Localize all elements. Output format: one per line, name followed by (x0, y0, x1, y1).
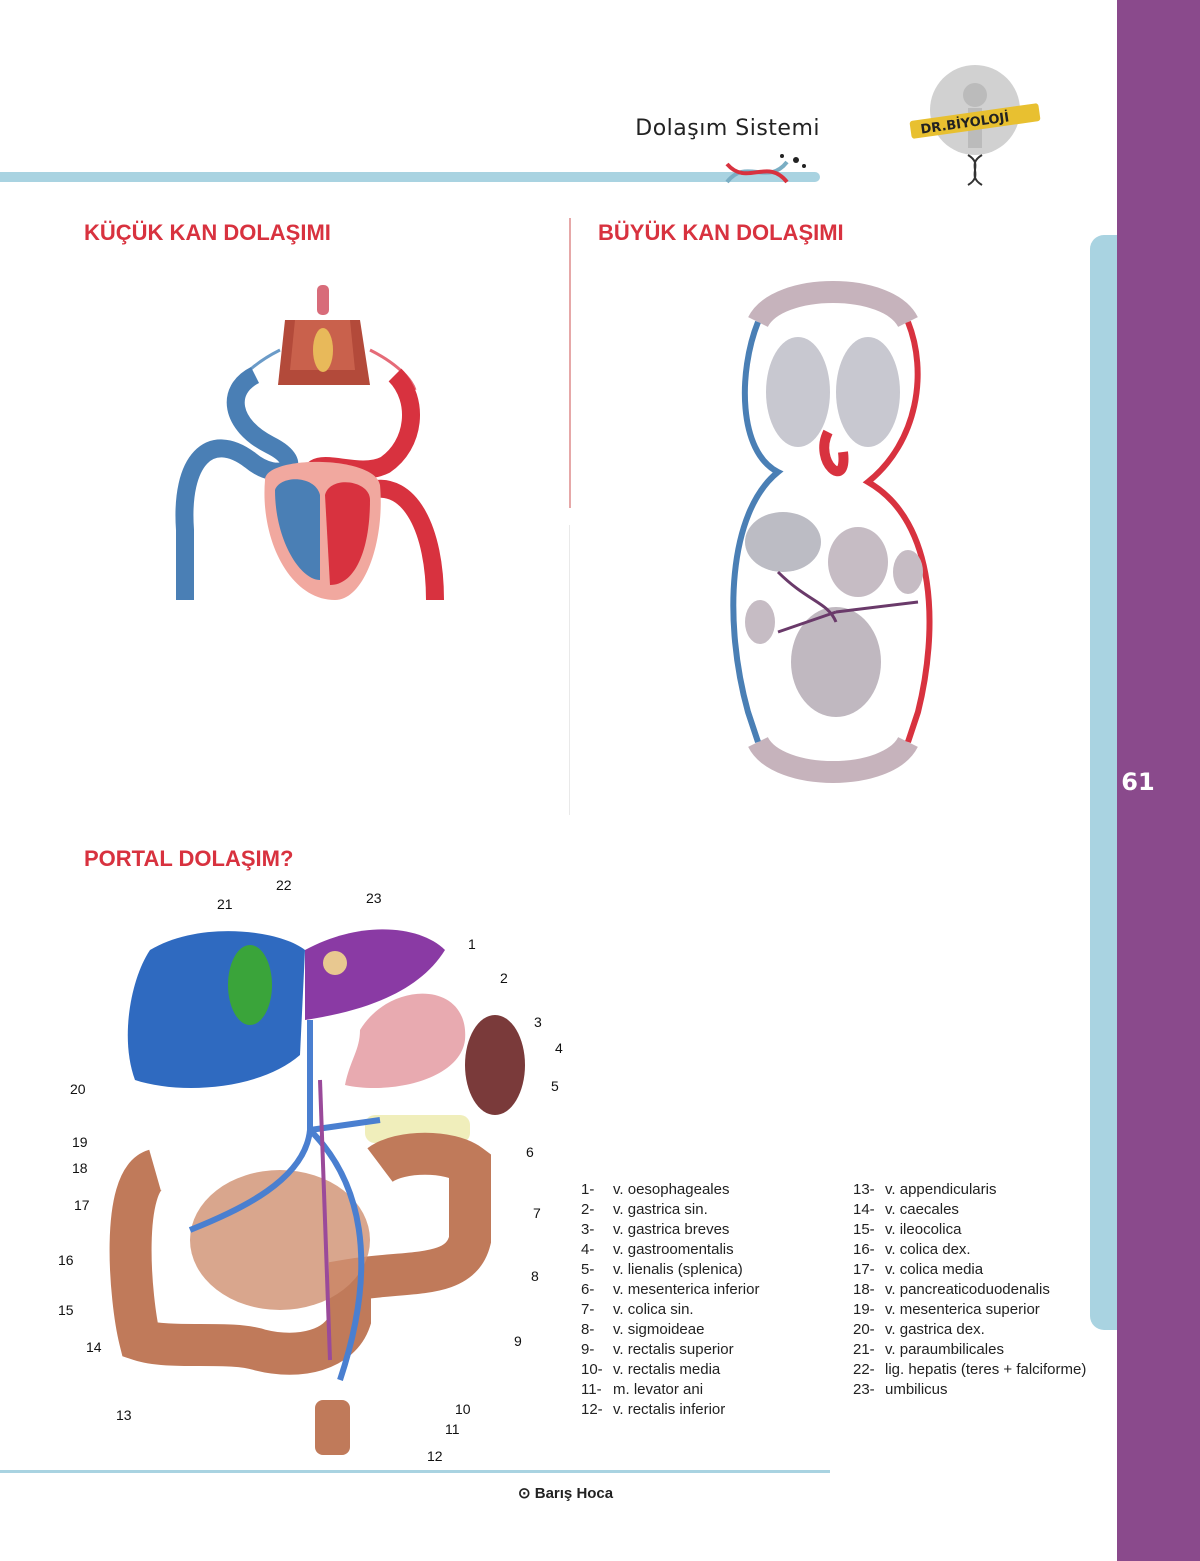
section-title-portal: PORTAL DOLAŞIM? (84, 846, 294, 871)
legend-item: 7-v. colica sin. (581, 1301, 694, 1318)
legend-item: 15-v. ileocolica (853, 1221, 962, 1238)
diagram-label: 10 (455, 1401, 471, 1417)
side-band (1117, 0, 1200, 1561)
diagram-label: 7 (533, 1205, 541, 1221)
page-title: Dolaşım Sistemi (635, 116, 820, 141)
legend-item: 18-v. pancreaticoduodenalis (853, 1281, 1050, 1298)
systemic-circulation-diagram (730, 281, 933, 783)
footer-line (0, 1470, 830, 1473)
legend-item: 17-v. colica media (853, 1261, 984, 1278)
legend-item: 20-v. gastrica dex. (853, 1321, 985, 1338)
header-bar (0, 172, 820, 182)
diagram-label: 5 (551, 1078, 559, 1094)
legend-item: 19-v. mesenterica superior (853, 1301, 1040, 1318)
diagram-label: 4 (555, 1040, 563, 1056)
diagram-label: 23 (366, 890, 382, 906)
dna-icon (725, 154, 806, 184)
legend-item: 6-v. mesenterica inferior (581, 1281, 760, 1298)
portal-circulation-diagram (109, 929, 525, 1455)
column-divider-lower (569, 525, 570, 815)
legend-item: 21-v. paraumbilicales (853, 1341, 1004, 1358)
footer-credit: ⊙ Barış Hoca (518, 1485, 614, 1502)
diagram-label: 8 (531, 1268, 539, 1284)
legend-item: 2-v. gastrica sin. (581, 1201, 708, 1218)
legend-item: 16-v. colica dex. (853, 1241, 971, 1258)
diagram-label: 21 (217, 896, 233, 912)
page-number: 61 (1121, 768, 1155, 796)
legend-item: 10-v. rectalis media (581, 1361, 721, 1378)
column-divider (569, 218, 571, 508)
pulmonary-circulation-diagram (175, 285, 444, 601)
diagram-label: 1 (468, 936, 476, 952)
legend-item: 11-m. levator ani (581, 1381, 704, 1398)
diagram-label: 22 (276, 877, 292, 893)
legend-item: 1-v. oesophageales (581, 1181, 730, 1198)
diagram-label: 18 (72, 1160, 88, 1176)
diagram-label: 6 (526, 1144, 534, 1160)
diagram-label: 20 (70, 1081, 86, 1097)
diagram-label: 14 (86, 1339, 102, 1355)
legend-item: 12-v. rectalis inferior (581, 1401, 726, 1418)
diagram-label: 9 (514, 1333, 522, 1349)
legend-left: 1-v. oesophageales 2-v. gastrica sin. 3-… (581, 1180, 759, 1420)
copyright-icon: ⊙ (518, 1485, 531, 1502)
logo: DR.BİYOLOJİ (890, 60, 1060, 210)
diagram-label: 12 (427, 1448, 443, 1464)
legend-item: 8-v. sigmoideae (581, 1321, 705, 1338)
legend-item: 13-v. appendicularis (853, 1181, 997, 1198)
side-tab (1090, 235, 1117, 1330)
legend-item: 4-v. gastroomentalis (581, 1241, 734, 1258)
legend-right: 13-v. appendicularis 14-v. caecales 15-v… (853, 1180, 1086, 1400)
diagram-label: 3 (534, 1014, 542, 1030)
diagram-label: 11 (445, 1421, 460, 1437)
legend-item: 9-v. rectalis superior (581, 1341, 734, 1358)
diagram-label: 17 (74, 1197, 90, 1213)
diagram-label: 15 (58, 1302, 74, 1318)
diagram-label: 2 (500, 970, 508, 986)
section-title-buyuk: BÜYÜK KAN DOLAŞIMI (598, 220, 844, 245)
legend-item: 22-lig. hepatis (teres + falciforme) (853, 1361, 1087, 1378)
section-title-kucuk: KÜÇÜK KAN DOLAŞIMI (84, 220, 331, 245)
legend-item: 14-v. caecales (853, 1201, 959, 1218)
diagram-label: 19 (72, 1134, 88, 1150)
legend-item: 3-v. gastrica breves (581, 1221, 730, 1238)
legend-item: 23-umbilicus (853, 1381, 948, 1398)
diagram-label: 16 (58, 1252, 74, 1268)
diagram-label: 13 (116, 1407, 132, 1423)
legend-item: 5-v. lienalis (splenica) (581, 1261, 743, 1278)
